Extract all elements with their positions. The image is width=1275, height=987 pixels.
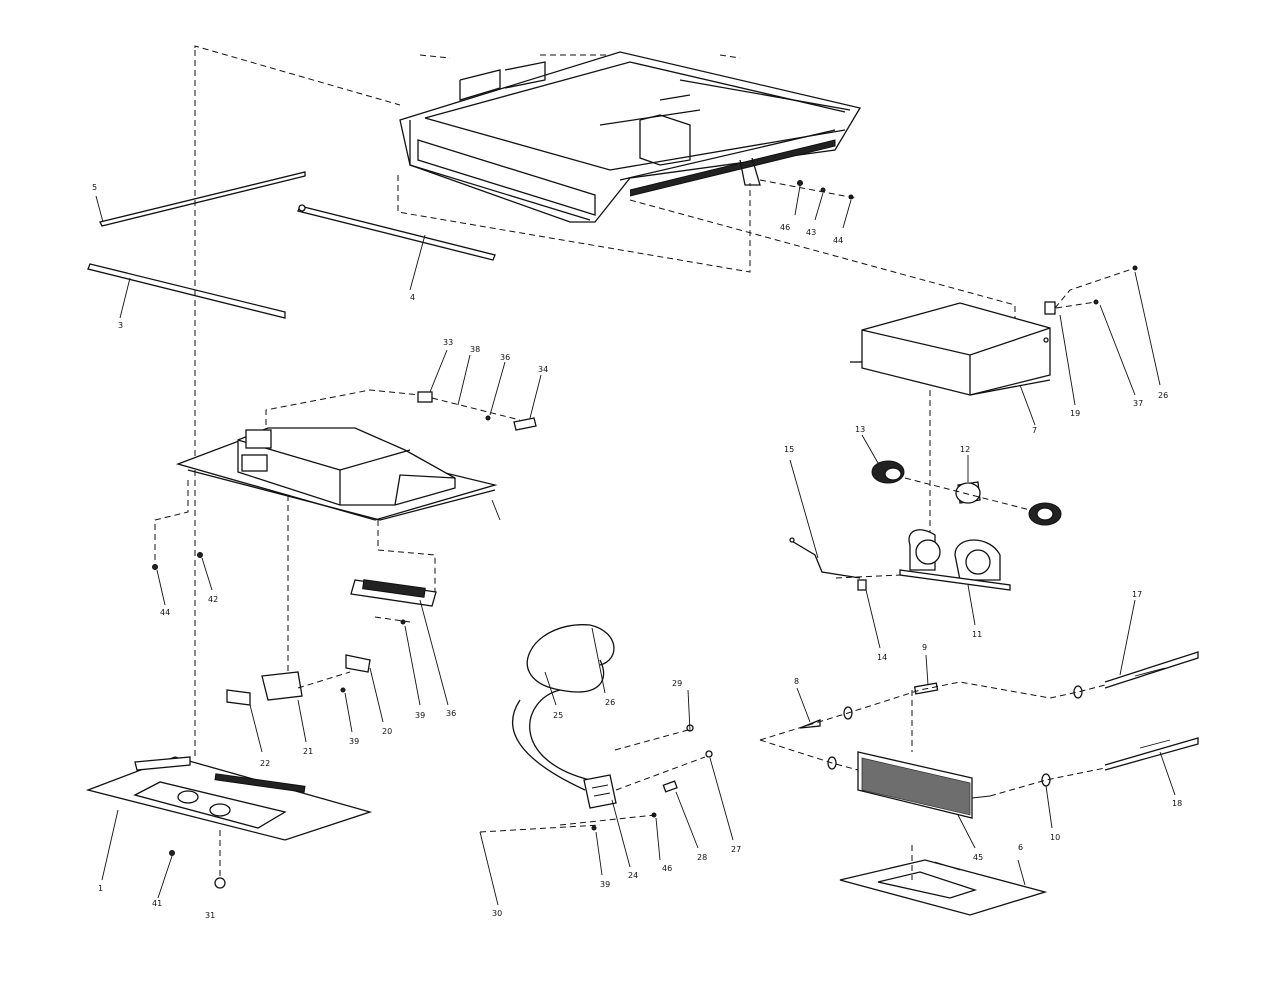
strap-4 bbox=[297, 204, 496, 261]
leader-17 bbox=[1119, 599, 1136, 676]
label-36: 36 bbox=[446, 709, 456, 718]
label-31: 31 bbox=[205, 911, 215, 920]
label-25: 25 bbox=[553, 711, 563, 720]
rod-18 bbox=[1104, 737, 1199, 771]
wiring-harness bbox=[511, 624, 615, 791]
bottom-plate bbox=[839, 859, 1048, 916]
label-34: 34 bbox=[538, 365, 548, 374]
leader-41 bbox=[157, 855, 173, 899]
shroud-hardware bbox=[759, 179, 856, 229]
dash-inner-top bbox=[265, 389, 421, 425]
label-24: 24 bbox=[628, 871, 638, 880]
label-36-top: 36 bbox=[500, 353, 510, 362]
leader-36 bbox=[419, 599, 449, 706]
label-46-top: 46 bbox=[780, 223, 790, 232]
leader-top-right bbox=[719, 54, 741, 59]
strap-3 bbox=[87, 263, 286, 319]
label-4: 4 bbox=[410, 293, 415, 302]
label-8: 8 bbox=[794, 677, 799, 686]
label-41: 41 bbox=[152, 899, 162, 908]
label-28: 28 bbox=[697, 853, 707, 862]
dash-inner-left bbox=[154, 480, 189, 565]
leader-45 bbox=[957, 814, 976, 849]
leader-2 bbox=[491, 499, 501, 521]
label-17: 17 bbox=[1132, 590, 1142, 599]
label-37: 37 bbox=[1133, 399, 1143, 408]
label-10: 10 bbox=[1050, 833, 1060, 842]
dash-inner-right bbox=[377, 520, 436, 595]
leader-26 bbox=[591, 627, 606, 694]
dash-frame-1 bbox=[194, 45, 401, 106]
dash-strap-box bbox=[397, 175, 751, 273]
label-26-right: 26 bbox=[1158, 391, 1168, 400]
top-shroud bbox=[399, 51, 862, 223]
bracket-group-top bbox=[417, 349, 542, 431]
label-7: 7 bbox=[1032, 426, 1037, 435]
control-grille bbox=[350, 579, 437, 607]
thermostat-wire bbox=[789, 459, 901, 649]
dash-grille bbox=[374, 616, 411, 623]
label-33: 33 bbox=[443, 338, 453, 347]
screw-41 bbox=[169, 850, 175, 856]
leader-1 bbox=[101, 809, 119, 881]
label-15: 15 bbox=[784, 445, 794, 454]
label-6: 6 bbox=[1018, 843, 1023, 852]
label-20: 20 bbox=[382, 727, 392, 736]
label-1: 1 bbox=[98, 884, 103, 893]
rod-17 bbox=[1104, 651, 1199, 689]
clips-and-pins bbox=[759, 654, 1106, 829]
electrical-box bbox=[850, 302, 1051, 396]
leader-5 bbox=[95, 195, 104, 223]
ceiling-grille bbox=[85, 756, 373, 841]
label-46-bottom: 46 bbox=[662, 864, 672, 873]
label-39-left: 39 bbox=[349, 737, 359, 746]
heater-element bbox=[857, 751, 991, 819]
label-43: 43 bbox=[806, 228, 816, 237]
label-5: 5 bbox=[92, 183, 97, 192]
screw-39 bbox=[400, 619, 406, 625]
blower-assembly bbox=[861, 434, 1062, 591]
label-30: 30 bbox=[492, 909, 502, 918]
box-hardware bbox=[1044, 265, 1161, 406]
leader-18 bbox=[1159, 751, 1176, 796]
inner-shroud bbox=[175, 427, 498, 521]
label-45: 45 bbox=[973, 853, 983, 862]
label-22: 22 bbox=[260, 759, 270, 768]
label-21: 21 bbox=[303, 747, 313, 756]
leader-4 bbox=[409, 234, 426, 291]
control-box bbox=[479, 689, 734, 906]
strap-5 bbox=[99, 171, 306, 227]
leader-7 bbox=[1019, 384, 1036, 426]
left-hardware bbox=[152, 552, 213, 606]
label-39-bottom: 39 bbox=[600, 880, 610, 889]
leader-11 bbox=[967, 584, 976, 626]
label-14: 14 bbox=[877, 653, 887, 662]
leader-25 bbox=[544, 671, 557, 706]
label-26: 26 bbox=[605, 698, 615, 707]
label-44-top: 44 bbox=[833, 236, 843, 245]
label-29: 29 bbox=[672, 679, 682, 688]
label-18: 18 bbox=[1172, 799, 1182, 808]
label-9: 9 bbox=[922, 643, 927, 652]
knob-31 bbox=[214, 877, 226, 889]
label-39-mid: 39 bbox=[415, 711, 425, 720]
label-11: 11 bbox=[972, 630, 982, 639]
label-3: 3 bbox=[118, 321, 123, 330]
label-42: 42 bbox=[208, 595, 218, 604]
label-12: 12 bbox=[960, 445, 970, 454]
leader-39 bbox=[404, 625, 421, 706]
bracket-group-left bbox=[226, 654, 384, 753]
leader-3 bbox=[119, 277, 131, 319]
leader-top-left bbox=[419, 54, 451, 59]
leader-6 bbox=[1017, 859, 1026, 886]
label-19: 19 bbox=[1070, 409, 1080, 418]
label-27: 27 bbox=[731, 845, 741, 854]
label-13: 13 bbox=[855, 425, 865, 434]
label-44-left: 44 bbox=[160, 608, 170, 617]
label-38: 38 bbox=[470, 345, 480, 354]
